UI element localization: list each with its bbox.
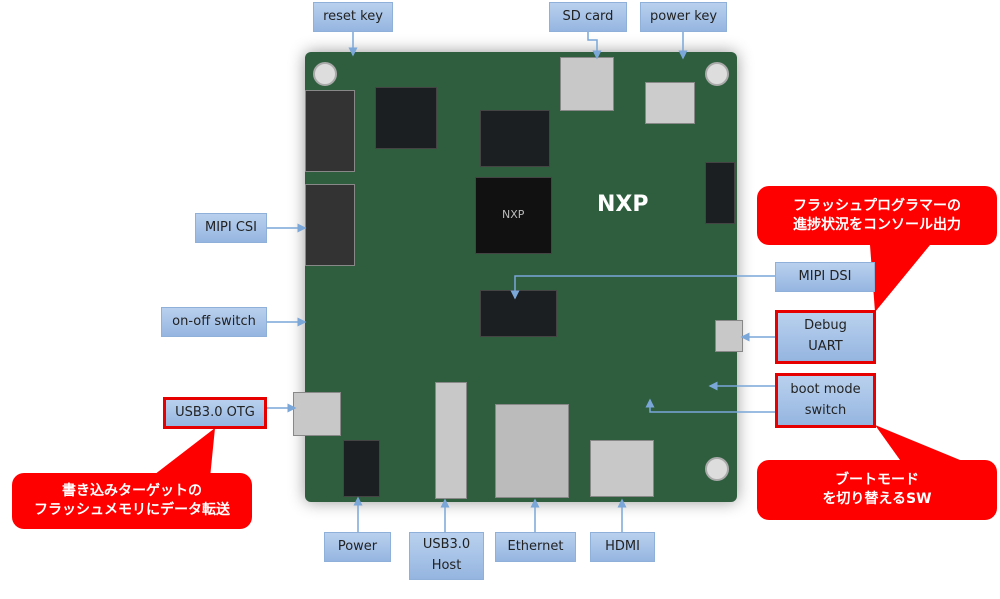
label-mipi-csi: MIPI CSI <box>195 213 267 243</box>
debug-uart-connector <box>715 320 743 352</box>
callout-line: 書き込みターゲットの <box>62 483 202 500</box>
mount-hole <box>313 62 337 86</box>
callout-debug-uart: フラッシュプログラマーの進捗状況をコンソール出力 <box>757 186 997 245</box>
label-usb-otg: USB3.0 OTG <box>163 397 267 429</box>
callout-line: フラッシュメモリにデータ転送 <box>34 502 230 518</box>
mipi-csi-connector <box>305 90 355 172</box>
callout-boot-mode: ブートモードを切り替えるSW <box>757 460 997 520</box>
callout-usb-otg: 書き込みターゲットのフラッシュメモリにデータ転送 <box>12 473 252 529</box>
label-ethernet: Ethernet <box>495 532 576 562</box>
callout-line: フラッシュプログラマーの <box>793 197 961 214</box>
soc-chip: NXP <box>475 177 552 254</box>
label-mipi-dsi: MIPI DSI <box>775 262 875 292</box>
chip <box>480 110 550 167</box>
label-line: boot mode <box>790 381 861 397</box>
module <box>645 82 695 124</box>
header-pins <box>705 162 735 224</box>
callout-line: を切り替えるSW <box>822 491 932 507</box>
usb-otg-connector <box>293 392 341 436</box>
label-sd-card: SD card <box>549 2 627 32</box>
power-jack <box>343 440 380 497</box>
callout-pointer <box>150 428 215 478</box>
label-on-off-switch: on-off switch <box>161 307 267 337</box>
label-line: Debug <box>804 318 847 334</box>
label-hdmi: HDMI <box>590 532 655 562</box>
label-boot-mode-switch: boot mode switch <box>775 373 876 428</box>
callout-pointer <box>875 425 960 460</box>
mount-hole <box>705 62 729 86</box>
label-line: USB3.0 <box>422 537 471 553</box>
hdmi-connector <box>590 440 654 497</box>
callout-line: ブートモード <box>835 472 919 489</box>
label-power: Power <box>324 532 391 562</box>
label-line: UART <box>808 339 843 354</box>
callout-line: 進捗状況をコンソール出力 <box>793 216 961 233</box>
nxp-logo: NXP <box>597 192 649 217</box>
label-line: Host <box>431 558 462 573</box>
label-power-key: power key <box>640 2 727 32</box>
label-reset-key: reset key <box>313 2 393 32</box>
ethernet-connector <box>495 404 569 498</box>
chip <box>375 87 437 149</box>
mount-hole <box>705 457 729 481</box>
usb-host-connector <box>435 382 467 499</box>
label-line: switch <box>804 402 847 418</box>
sd-card-slot <box>560 57 614 111</box>
callout-pointer <box>870 245 930 312</box>
board-image: NXP NXP <box>293 52 743 502</box>
